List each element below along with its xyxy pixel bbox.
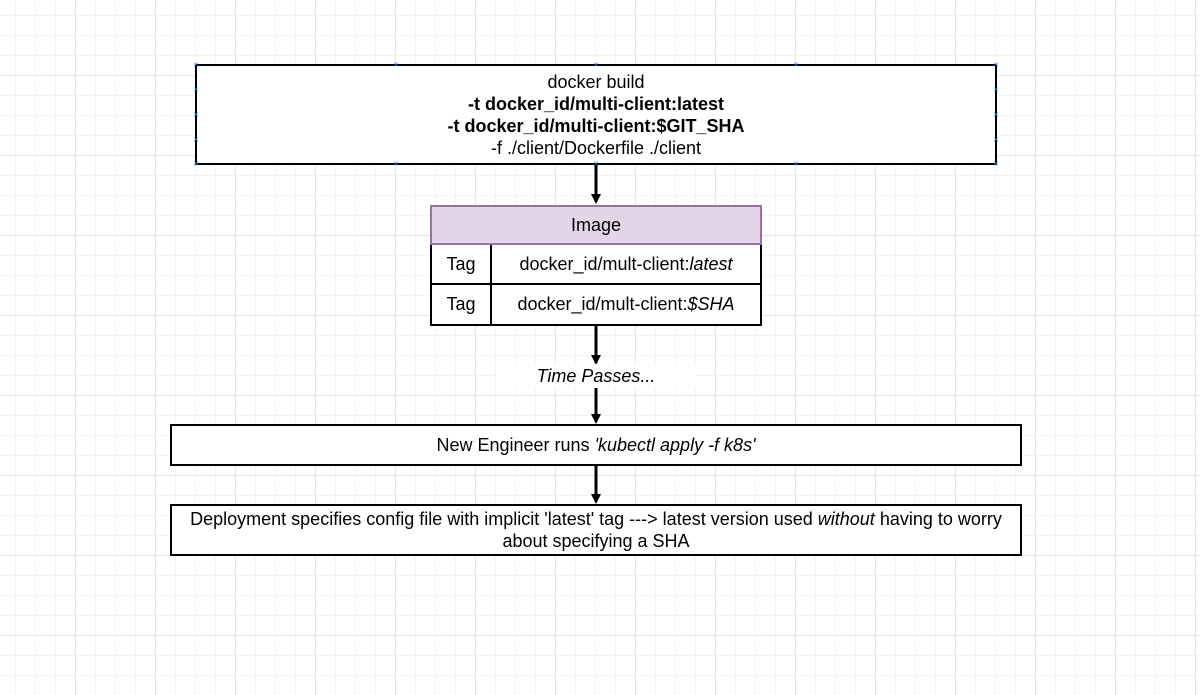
selection-handle-icon[interactable]: ×	[593, 158, 599, 169]
kubectl-prefix: New Engineer runs	[436, 435, 595, 455]
build-line-2: -t docker_id/multi-client:latest	[467, 93, 725, 114]
kubectl-box[interactable]: New Engineer runs 'kubectl apply -f k8s'	[170, 424, 1022, 466]
build-line-4: -f ./client/Dockerfile ./client	[490, 137, 702, 158]
selection-handle-icon[interactable]: ×	[993, 158, 999, 169]
kubectl-command: 'kubectl apply -f k8s'	[594, 435, 756, 455]
tag-value-cell: docker_id/mult-client:latest	[492, 245, 760, 283]
tag-key-cell: Tag	[432, 245, 492, 283]
selection-handle-icon[interactable]: ×	[193, 59, 199, 70]
selection-handle-icon[interactable]: ×	[993, 59, 999, 70]
selection-handle-icon[interactable]: ×	[393, 59, 399, 70]
selection-handle-icon[interactable]: ×	[993, 109, 999, 120]
selection-handle-icon[interactable]: ×	[193, 109, 199, 120]
deployment-text-emphasis: without	[817, 509, 875, 529]
kubectl-text: New Engineer runs 'kubectl apply -f k8s'	[436, 434, 755, 456]
tag-value-prefix: docker_id/mult-client:	[517, 294, 688, 314]
build-line-3: -t docker_id/multi-client:$GIT_SHA	[447, 115, 745, 136]
deployment-text: Deployment specifies config file with im…	[181, 508, 1011, 552]
selection-handle-icon[interactable]: ×	[993, 84, 999, 95]
time-passes-label: Time Passes...	[496, 364, 696, 388]
tag-value-suffix: $SHA	[687, 294, 735, 314]
tag-key-cell: Tag	[432, 285, 492, 324]
deployment-text-part1: Deployment specifies config file with im…	[190, 509, 818, 529]
table-row: Tag docker_id/mult-client:latest	[432, 245, 760, 285]
docker-build-box[interactable]: docker build -t docker_id/multi-client:l…	[195, 64, 997, 165]
tag-value-cell: docker_id/mult-client:$SHA	[492, 285, 760, 324]
selection-handle-icon[interactable]: ×	[393, 158, 399, 169]
selection-handle-icon[interactable]: ×	[193, 158, 199, 169]
tag-value-suffix: latest	[689, 253, 733, 274]
selection-handle-icon[interactable]: ×	[793, 158, 799, 169]
table-row: Tag docker_id/mult-client:$SHA	[432, 285, 760, 324]
image-table[interactable]: Image Tag docker_id/mult-client:latest T…	[430, 205, 762, 326]
selection-handle-icon[interactable]: ×	[793, 59, 799, 70]
selection-handle-icon[interactable]: ×	[193, 84, 199, 95]
selection-handle-icon[interactable]: ×	[993, 134, 999, 145]
deployment-box[interactable]: Deployment specifies config file with im…	[170, 504, 1022, 556]
build-line-1: docker build	[547, 71, 645, 92]
selection-handle-icon[interactable]: ×	[193, 134, 199, 145]
tag-value-prefix: docker_id/mult-client:	[519, 253, 690, 274]
selection-handle-icon[interactable]: ×	[593, 59, 599, 70]
deployment-text-part2: having to worry about specifying a SHA	[502, 509, 1002, 551]
image-table-header: Image	[430, 205, 762, 245]
